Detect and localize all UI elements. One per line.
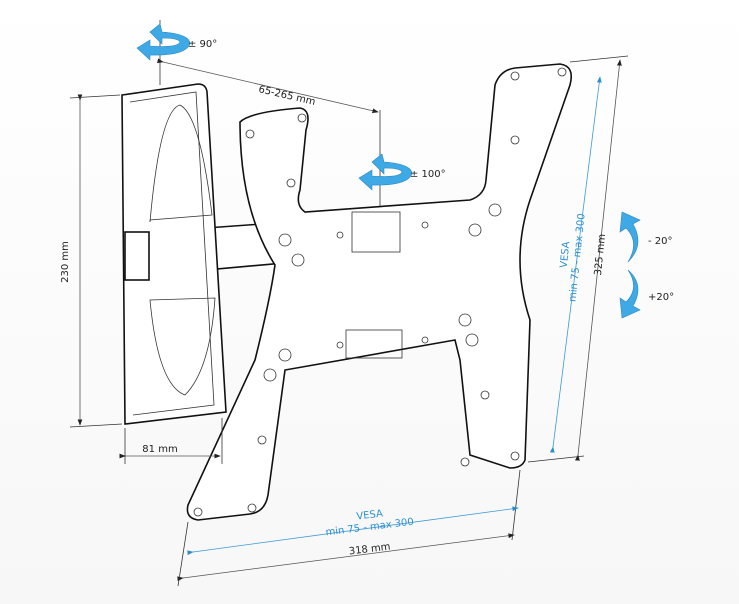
vesa-vertical-title: VESA (559, 241, 573, 269)
vesa-vertical-dimension (549, 76, 602, 453)
swivel-wall-label: ± 90° (188, 39, 217, 50)
bracket-height-label: 230 mm (60, 241, 71, 283)
tilt-down-label: +20° (648, 292, 674, 303)
plate-width-label: 318 mm (348, 542, 391, 558)
bracket-width-label: 81 mm (142, 444, 177, 455)
vesa-horizontal-title: VESA (356, 508, 384, 522)
swivel-plate-label: ± 100° (410, 169, 446, 180)
arm-reach-dimension (157, 58, 379, 114)
swivel-arrow-icon (358, 153, 413, 191)
plate-height-label: 325 mm (593, 233, 608, 276)
wall-bracket (121, 83, 227, 425)
tv-mounting-plate (186, 63, 573, 521)
arm-reach-label: 65-265 mm (257, 84, 316, 108)
mounting-holes (193, 67, 567, 517)
vesa-horizontal-dimension (187, 506, 519, 556)
plate-width-dimension (177, 533, 515, 582)
tilt-down-arrow-icon (619, 269, 641, 319)
tilt-up-label: - 20° (648, 236, 673, 247)
tilt-up-arrow-icon (619, 211, 641, 263)
swivel-arrow-icon (136, 23, 191, 61)
